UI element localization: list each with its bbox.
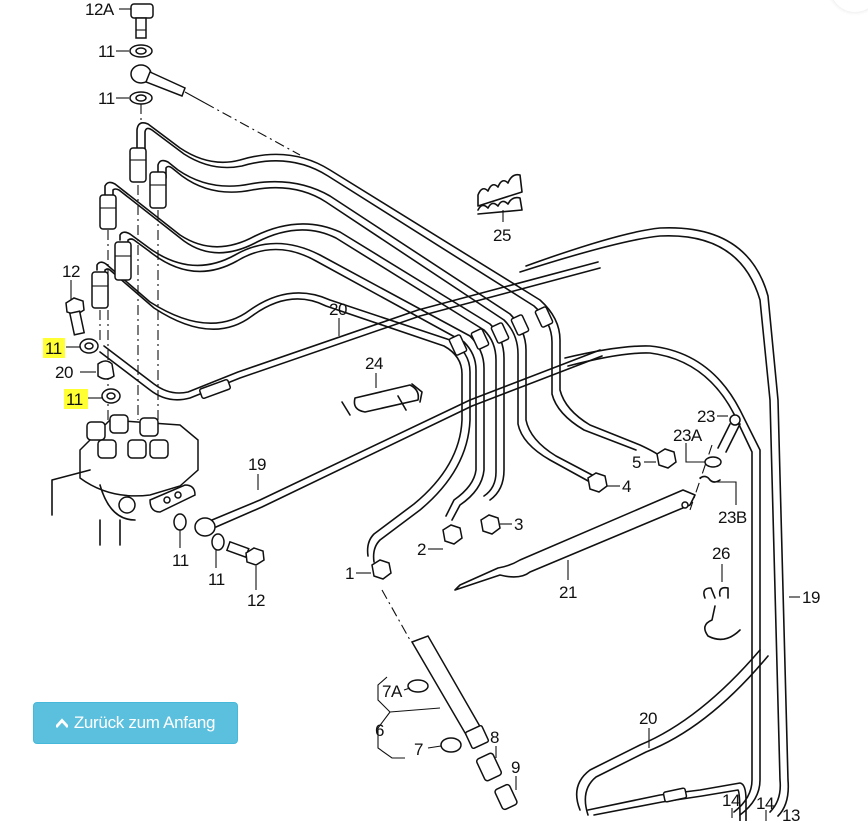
injector-6 xyxy=(410,635,490,750)
label-14[interactable]: 14 xyxy=(722,791,740,810)
return-line-20 xyxy=(99,261,601,401)
bracket-6 xyxy=(377,676,405,759)
label-11[interactable]: 11 xyxy=(98,42,115,61)
clip-24 xyxy=(341,383,423,416)
nut-4 xyxy=(587,472,608,493)
label-2[interactable]: 2 xyxy=(417,540,427,559)
bolt-12-bottom xyxy=(225,540,265,566)
bolt-12-left xyxy=(65,297,86,336)
label-24[interactable]: 24 xyxy=(365,354,383,373)
label-3[interactable]: 3 xyxy=(514,515,524,534)
label-14[interactable]: 14 xyxy=(756,794,774,813)
label-19[interactable]: 19 xyxy=(248,455,266,474)
part-8 xyxy=(476,752,502,782)
label-20[interactable]: 20 xyxy=(329,300,347,319)
washer-hole xyxy=(135,94,147,102)
back-to-top-label: Zurück zum Anfang xyxy=(73,713,216,732)
label-7A[interactable]: 7A xyxy=(382,682,403,701)
label-12[interactable]: 12 xyxy=(62,262,80,281)
injector-pipes xyxy=(96,122,661,563)
label-12[interactable]: 12 xyxy=(247,591,265,610)
o-ring-7 xyxy=(440,737,462,753)
centerline xyxy=(381,589,411,641)
label-20[interactable]: 20 xyxy=(639,709,657,728)
washer-hole xyxy=(84,342,94,350)
banjo-20-left xyxy=(97,360,115,380)
label-4[interactable]: 4 xyxy=(622,477,632,496)
label-23[interactable]: 23 xyxy=(697,407,715,426)
label-1[interactable]: 1 xyxy=(345,564,355,583)
callout-labels: 12A 11 11 12 11 20 11 20 25 24 19 11 11 … xyxy=(45,0,820,821)
label-5[interactable]: 5 xyxy=(632,453,642,472)
label-13[interactable]: 13 xyxy=(782,806,800,821)
clip-23B xyxy=(699,475,721,483)
seal-7A xyxy=(407,679,429,693)
leader-lines xyxy=(66,8,800,821)
washer-hole xyxy=(135,47,147,55)
label-6[interactable]: 6 xyxy=(375,721,385,740)
label-11[interactable]: 11 xyxy=(172,551,189,570)
washer-23A xyxy=(704,456,722,468)
washer-11-d xyxy=(211,533,225,551)
label-23B[interactable]: 23B xyxy=(718,508,747,527)
banjo-bolt-12A xyxy=(130,3,154,39)
nut-5 xyxy=(656,448,677,469)
nut-2 xyxy=(442,524,463,545)
label-11[interactable]: 11 xyxy=(208,570,225,589)
highlight-11-second xyxy=(64,389,88,409)
bracket-21 xyxy=(454,489,696,591)
leak-line-19 xyxy=(194,349,603,537)
label-12A[interactable]: 12A xyxy=(85,0,115,19)
centerline xyxy=(204,102,301,156)
clip-25 xyxy=(477,173,523,215)
clip-26 xyxy=(703,586,741,641)
injection-pump-head xyxy=(51,414,199,546)
chevron-up-icon xyxy=(55,718,68,728)
washer-11-c xyxy=(173,513,187,531)
label-11-highlighted[interactable]: 11 xyxy=(45,339,62,358)
part-9 xyxy=(494,783,518,811)
label-25[interactable]: 25 xyxy=(493,226,511,245)
label-26[interactable]: 26 xyxy=(712,544,730,563)
nut-1 xyxy=(371,559,392,580)
label-23A[interactable]: 23A xyxy=(673,426,703,445)
label-20[interactable]: 20 xyxy=(55,363,73,382)
label-7[interactable]: 7 xyxy=(414,740,424,759)
back-to-top-button[interactable]: Zurück zum Anfang xyxy=(33,702,238,744)
label-19[interactable]: 19 xyxy=(802,588,820,607)
label-8[interactable]: 8 xyxy=(490,728,500,747)
label-11-highlighted[interactable]: 11 xyxy=(66,390,83,409)
washer-hole xyxy=(106,392,116,400)
label-11[interactable]: 11 xyxy=(98,89,115,108)
bolt-23 xyxy=(717,414,741,453)
pipe-nuts xyxy=(371,448,677,580)
highlight-11-first xyxy=(43,338,65,358)
injector-connectors xyxy=(91,147,167,309)
label-21[interactable]: 21 xyxy=(559,583,577,602)
label-9[interactable]: 9 xyxy=(511,758,521,777)
nut-3 xyxy=(480,514,501,535)
return-lines-right xyxy=(519,227,790,817)
banjo-fitting xyxy=(130,64,206,104)
pipe-end-sleeves xyxy=(448,306,554,356)
